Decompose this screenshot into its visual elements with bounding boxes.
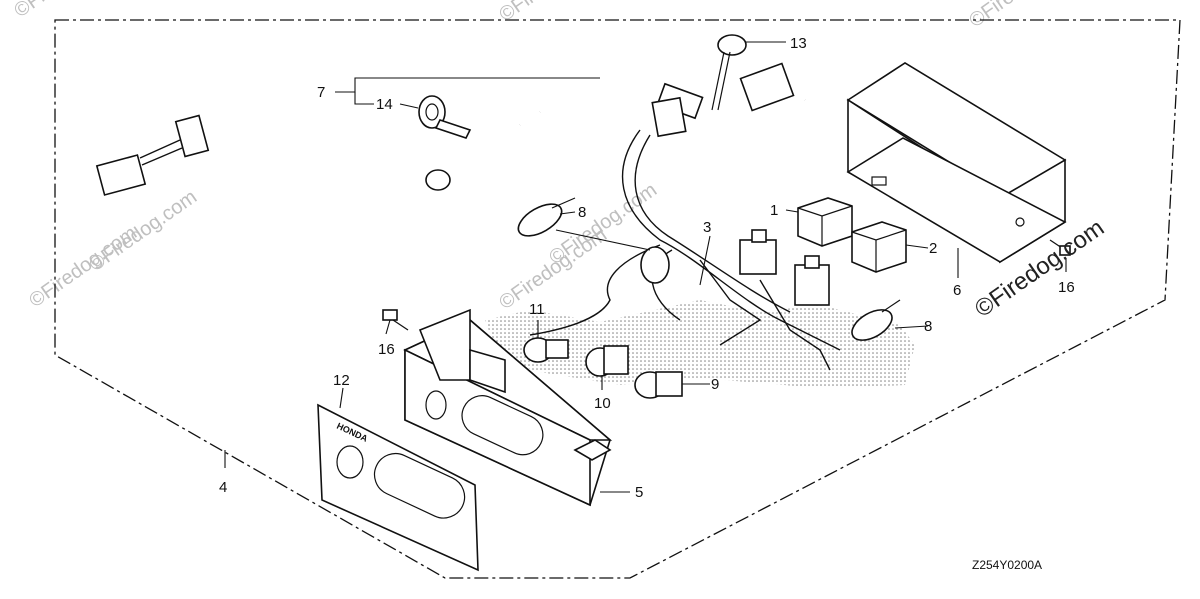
callout-10: 10 [594, 395, 611, 412]
cable-tie-8-right [851, 299, 901, 341]
leader-lines [224, 41, 1067, 493]
callout-13: 13 [790, 35, 807, 52]
callout-11: 11 [529, 301, 545, 318]
callout-1: 1 [770, 202, 778, 219]
watermark-faint: ©Firedog.com [85, 186, 201, 276]
face-plate: HONDA [317, 403, 479, 572]
callout-8-left: 8 [578, 204, 586, 221]
callout-6: 6 [953, 282, 961, 299]
screw-16-left [382, 309, 409, 331]
switch-10 [585, 345, 629, 377]
callout-5: 5 [635, 484, 643, 501]
switch-11 [523, 337, 569, 363]
harness-clamp [418, 95, 472, 191]
switch-9 [634, 371, 683, 399]
cable-tie-8-left [517, 197, 576, 237]
callout-14: 14 [376, 96, 393, 113]
callout-9: 9 [711, 376, 719, 393]
cable-tie-13 [711, 34, 747, 111]
watermark-faint: ©Firedog.com [10, 0, 126, 22]
watermark-faint: ©Firedog.com [495, 0, 611, 26]
callout-7: 7 [317, 84, 325, 101]
callout-8-right: 8 [924, 318, 932, 335]
callout-2: 2 [929, 240, 937, 257]
callout-3: 3 [703, 219, 711, 236]
wire-harness [95, 62, 824, 274]
relay-2 [851, 221, 907, 273]
control-box [846, 62, 1067, 264]
relay-1 [797, 197, 853, 247]
watermark-faint: ©Firedog.com [965, 0, 1081, 32]
diagram-code: Z254Y0200A [972, 558, 1042, 572]
screw-16-right [1049, 239, 1071, 256]
callout-12: 12 [333, 372, 350, 389]
assembly-boundary [54, 19, 1181, 579]
callout-16-right: 16 [1058, 279, 1075, 296]
callout-16-left: 16 [378, 341, 395, 358]
callouts: 1 2 3 4 5 6 7 8 8 9 10 11 12 13 14 16 16 [219, 35, 1075, 501]
panel-bracket [403, 308, 613, 507]
callout-4: 4 [219, 479, 227, 496]
wiring-bundle [529, 96, 841, 371]
